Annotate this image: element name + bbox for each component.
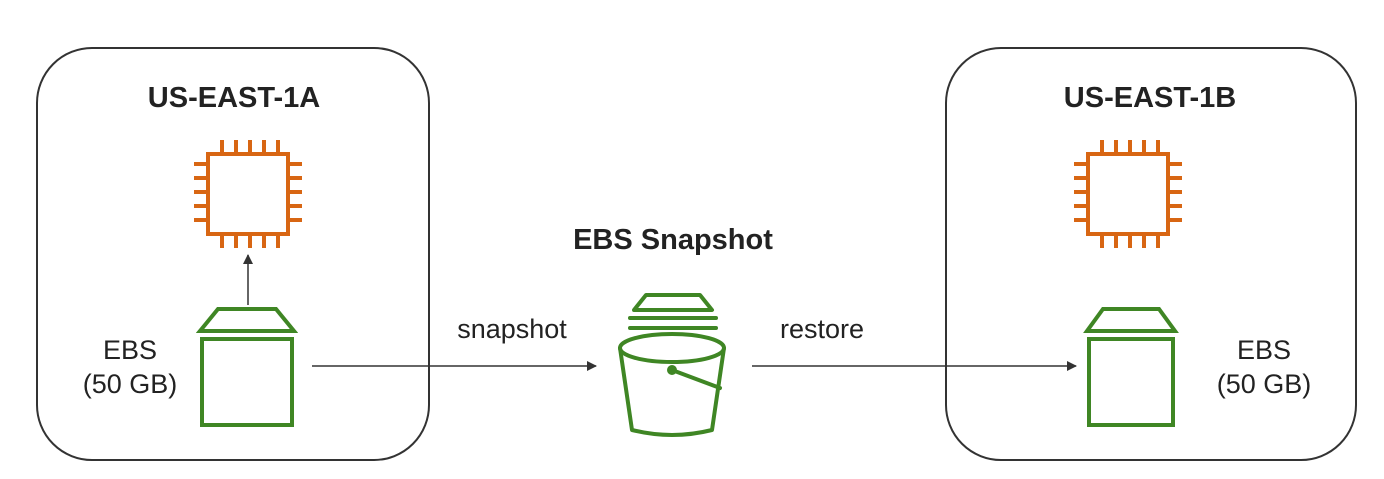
ec2-instance-icon [1074,140,1182,248]
availability-zone-b [945,47,1357,461]
ebs-volume-icon [1083,307,1179,427]
ebs-volume-b-label: EBS (50 GB) [1217,333,1312,401]
zone-b-title: US-EAST-1B [1063,82,1237,114]
ebs-a-size: (50 GB) [82,369,178,399]
ebs-a-name: EBS [102,335,158,365]
ec2-instance-icon [194,140,302,248]
ebs-volume-icon [196,307,298,427]
ebs-b-name: EBS [1236,335,1292,365]
restore-flow-label: restore [779,314,865,344]
snapshot-flow-label: snapshot [457,314,567,344]
availability-zone-a [36,47,430,461]
snapshot-title: EBS Snapshot [573,224,773,256]
snapshot-bucket-icon [618,293,726,437]
ebs-volume-a-label: EBS (50 GB) [83,333,178,401]
zone-a-title: US-EAST-1A [147,82,321,114]
ebs-b-size: (50 GB) [1216,369,1312,399]
